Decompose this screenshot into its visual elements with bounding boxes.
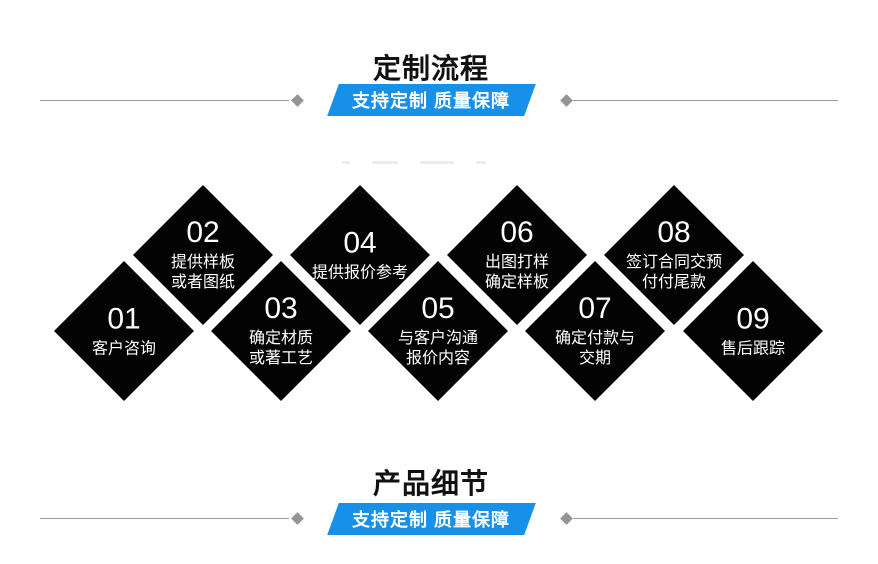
step-label: 售后跟踪 (720, 339, 785, 357)
step-label: 签订合同交预 付付尾款 (625, 253, 722, 292)
section-title-details: 产品细节 (372, 468, 489, 499)
details-banner: 支持定制 质量保障 (327, 503, 536, 535)
step-number: 07 (578, 291, 612, 325)
step-number: 04 (343, 226, 377, 260)
process-banner-label: 支持定制 质量保障 (352, 91, 511, 111)
step-number: 03 (264, 291, 298, 325)
divider-line (40, 518, 289, 519)
divider-diamond-icon (291, 512, 304, 525)
divider-line (40, 100, 289, 101)
step-label: 确定付款与 交期 (554, 329, 635, 368)
faint-watermark (342, 154, 508, 172)
step-number: 05 (421, 291, 455, 325)
step-label: 与客户沟通 报价内容 (397, 329, 478, 368)
process-banner: 支持定制 质量保障 (327, 84, 536, 116)
step-number: 02 (186, 215, 220, 249)
step-number: 01 (107, 302, 141, 336)
divider-diamond-icon (291, 94, 304, 107)
step-label: 客户咨询 (91, 339, 156, 357)
step-label: 提供报价参考 (311, 263, 408, 281)
step-label: 出图打样 确定样板 (484, 253, 549, 292)
divider-diamond-icon (560, 512, 573, 525)
step-number: 09 (736, 302, 770, 336)
divider-line (573, 100, 838, 101)
section-title-process: 定制流程 (372, 53, 489, 84)
step-label: 提供样板 或者图纸 (170, 253, 235, 292)
step-number: 06 (500, 215, 534, 249)
details-banner-label: 支持定制 质量保障 (352, 510, 511, 530)
step-label: 确定材质 或著工艺 (248, 329, 313, 368)
divider-line (573, 518, 838, 519)
divider-diamond-icon (560, 94, 573, 107)
step-number: 08 (657, 215, 691, 249)
